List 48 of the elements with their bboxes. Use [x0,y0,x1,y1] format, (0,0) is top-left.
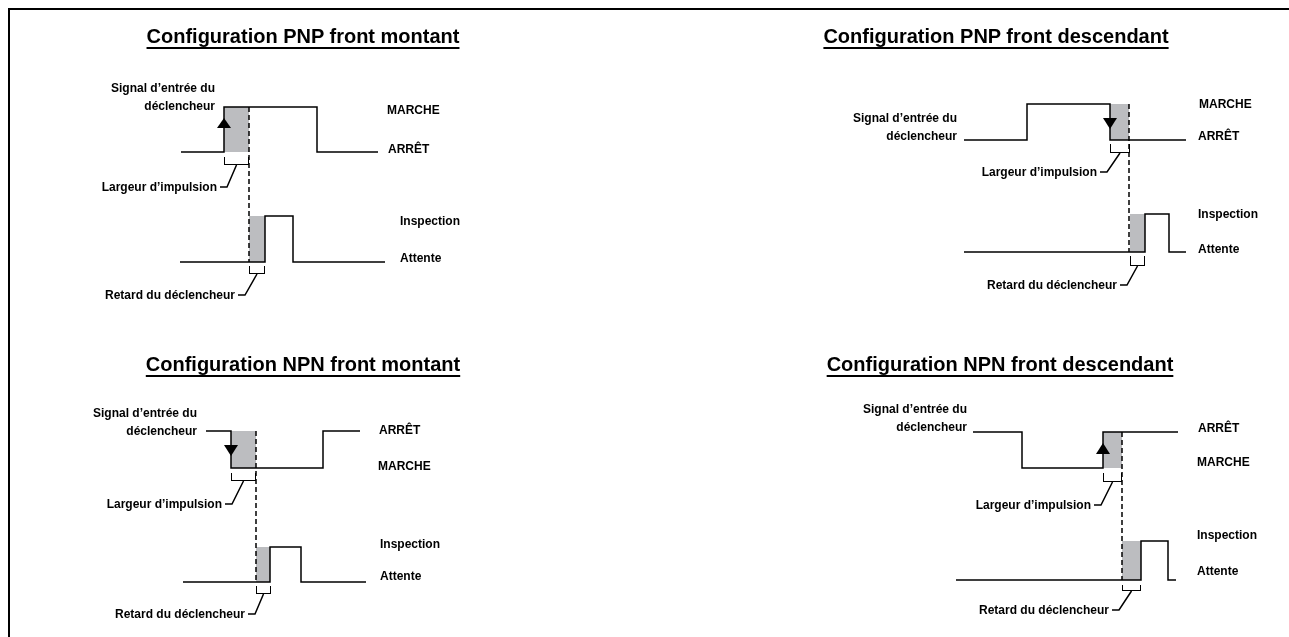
bracket [1122,585,1141,591]
state-label: MARCHE [1197,454,1250,470]
signal-label: Signal d’entrée du déclencheur [92,405,197,440]
bracket [249,266,265,274]
signal-label: Signal d’entrée du déclencheur [110,80,215,115]
state-label: ARRÊT [1198,420,1240,436]
state-label: Inspection [400,213,460,229]
panel-title: Configuration PNP front montant [146,24,460,49]
leader-line [247,593,265,615]
bracket [1110,144,1130,153]
callout-text: Largeur d’impulsion [975,496,1091,514]
leader-line [237,273,258,296]
leader-line [224,480,245,505]
callout-text: Retard du déclencheur [114,605,245,623]
bracket [256,586,271,594]
state-label: MARCHE [378,458,431,474]
state-label: Attente [380,568,422,584]
state-label: Attente [1198,241,1240,257]
state-label: Inspection [1198,206,1258,222]
state-label: Inspection [1197,527,1257,543]
state-label: MARCHE [1199,96,1252,112]
leader-line [1093,481,1114,506]
bracket [224,157,249,165]
callout-text: Largeur d’impulsion [101,178,217,196]
state-label: ARRÊT [1198,128,1240,144]
callout-text: Retard du déclencheur [978,601,1109,619]
bracket [1103,473,1122,482]
panel-title: Configuration NPN front montant [145,352,461,377]
state-label: Attente [1197,563,1239,579]
leader-line [1099,152,1121,173]
signal-label: Signal d’entrée du déclencheur [852,110,957,145]
bracket [231,473,256,481]
leader-line [219,164,238,188]
state-label: MARCHE [387,102,440,118]
leader-line [1119,265,1139,286]
callout-text: Retard du déclencheur [104,286,235,304]
callout-text: Retard du déclencheur [986,276,1117,294]
state-label: Attente [400,250,442,266]
signal-label: Signal d’entrée du déclencheur [862,401,967,436]
bracket [1130,256,1145,266]
panel-title: Configuration NPN front descendant [826,352,1174,377]
callout-text: Largeur d’impulsion [981,163,1097,181]
leader-line [1111,590,1133,611]
panel-title: Configuration PNP front descendant [823,24,1169,49]
state-label: Inspection [380,536,440,552]
callout-text: Largeur d’impulsion [106,495,222,513]
state-label: ARRÊT [388,141,430,157]
state-label: ARRÊT [379,422,421,438]
